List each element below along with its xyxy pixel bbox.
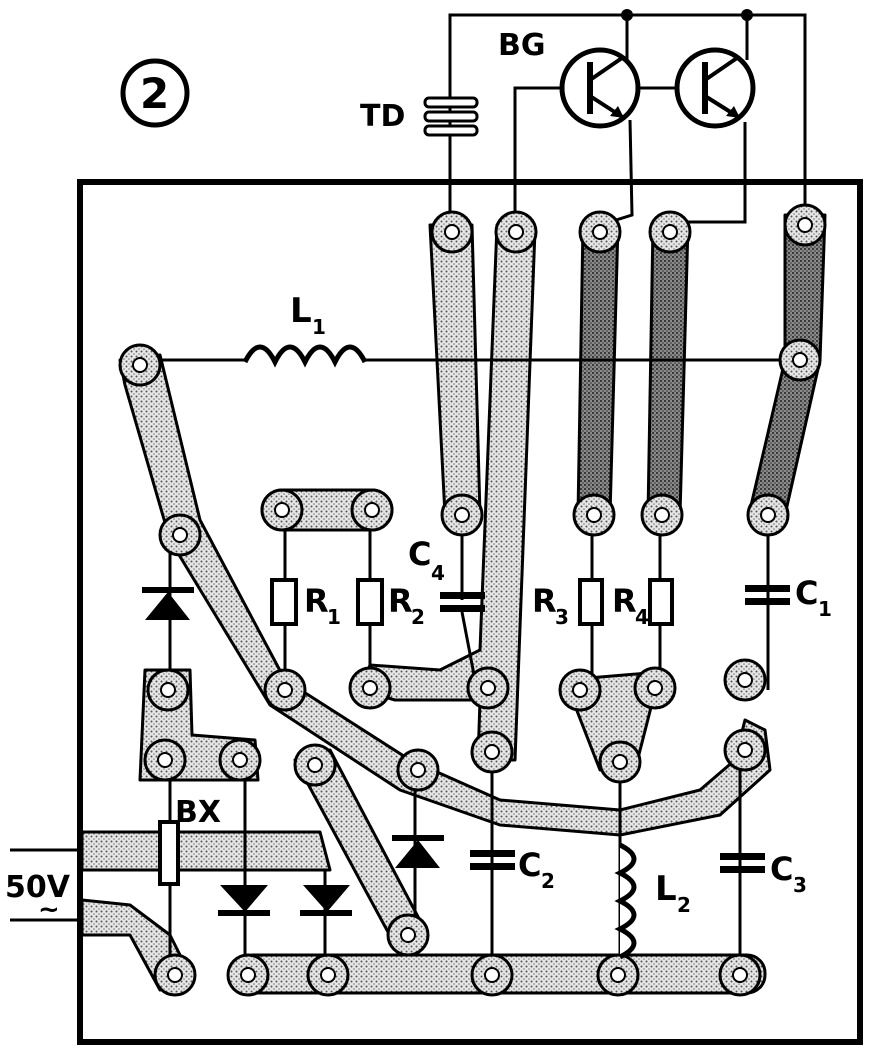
label-c3-sub: 3: [793, 873, 807, 897]
label-l1-sub: 1: [312, 315, 326, 339]
label-l1: L: [290, 291, 312, 331]
label-c2-sub: 2: [541, 869, 555, 893]
label-c1-sub: 1: [818, 597, 832, 621]
label-input-voltage: 50V: [5, 870, 71, 905]
pcb-pads: [118, 203, 827, 997]
label-r3-sub: 3: [555, 605, 569, 629]
label-c4: C: [408, 535, 431, 573]
figure-number: 2: [140, 69, 169, 118]
label-r2-sub: 2: [411, 605, 425, 629]
label-c2: C: [518, 846, 541, 884]
diode-d3: [300, 885, 352, 916]
label-l2: L: [655, 869, 677, 909]
label-td: TD: [360, 99, 405, 134]
label-l2-sub: 2: [677, 893, 691, 917]
label-c3: C: [770, 850, 793, 888]
resistor-r4: [648, 578, 674, 626]
label-r3: R: [532, 582, 557, 620]
label-r4-sub: 4: [635, 605, 649, 629]
diode-d4: [392, 835, 444, 868]
capacitor-c3: [720, 853, 765, 873]
diode-d1: [142, 587, 194, 620]
label-bg: BG: [498, 28, 546, 63]
capacitor-c4: [440, 592, 485, 612]
label-c4-sub: 4: [431, 561, 445, 585]
label-r2: R: [388, 582, 413, 620]
transistor-bg1: [559, 47, 641, 129]
label-r1-sub: 1: [327, 605, 341, 629]
capacitor-c1: [745, 585, 790, 605]
capacitor-c2: [470, 850, 515, 870]
resistor-r2: [356, 578, 384, 626]
inductor-l1: [242, 344, 368, 368]
resistor-r1: [270, 578, 298, 626]
resistor-r3: [578, 578, 604, 626]
diode-d2: [218, 885, 270, 916]
td-component: [423, 96, 479, 137]
label-ac-symbol: ~: [38, 895, 60, 925]
label-r1: R: [304, 582, 329, 620]
figure-number-circle: [120, 58, 190, 128]
label-c1: C: [795, 574, 818, 612]
label-r4: R: [612, 582, 637, 620]
fuse-bx: [158, 820, 180, 886]
inductor-l2: [614, 842, 637, 960]
transistor-bg2: [674, 47, 756, 129]
label-bx: BX: [175, 795, 221, 830]
